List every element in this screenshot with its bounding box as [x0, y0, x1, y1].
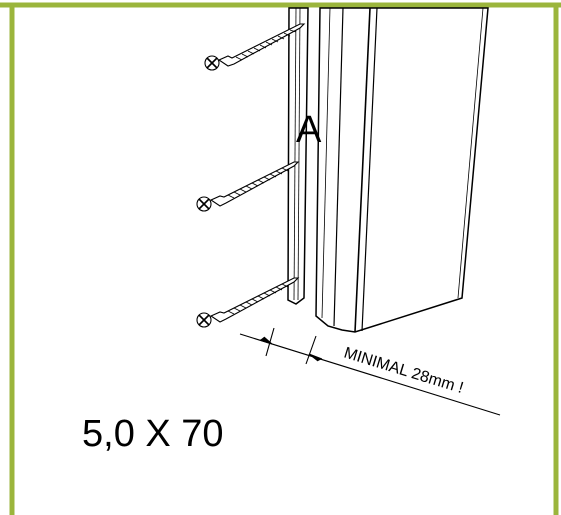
panel-label-a: A — [296, 109, 322, 151]
screw-spec: 5,0 X 70 — [82, 413, 224, 455]
screw — [204, 23, 306, 71]
post-a — [287, 7, 309, 305]
screw — [196, 161, 300, 212]
screw — [196, 277, 300, 328]
gap-note: MINIMAL 28mm ! — [342, 345, 465, 397]
wooden-posts — [287, 7, 489, 333]
gap-dimension — [239, 327, 501, 416]
